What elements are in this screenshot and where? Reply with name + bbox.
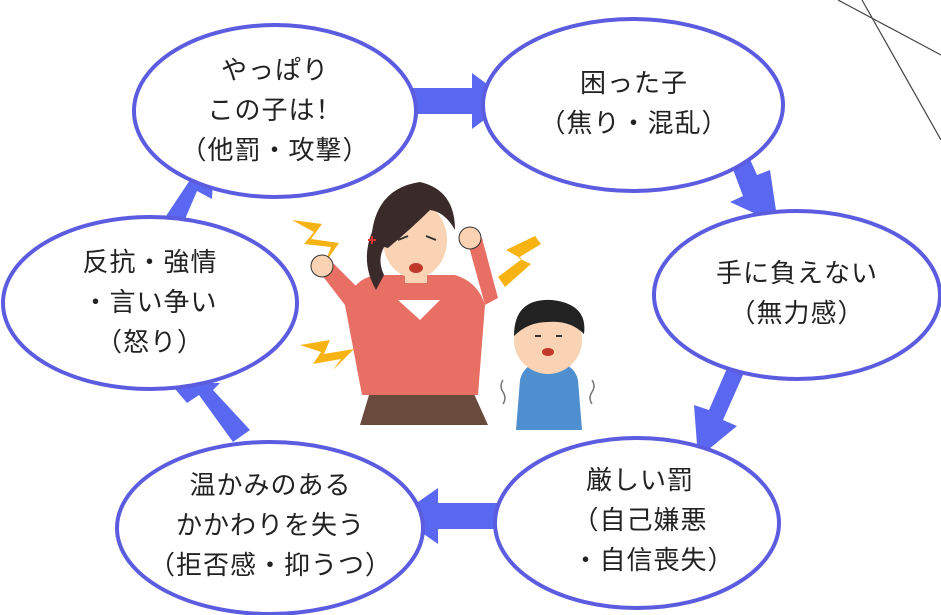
ellipse-blame bbox=[132, 23, 418, 199]
ellipse-lose-warmth bbox=[115, 440, 425, 615]
node-blame: やっぱり この子は！ （他罰・攻撃） bbox=[135, 51, 415, 171]
node-blame-line-3: （他罰・攻撃） bbox=[180, 136, 370, 166]
lightning-icon bbox=[292, 220, 541, 370]
angry-mother-icon bbox=[310, 182, 498, 425]
node-troubled-child-line-1: 困った子 bbox=[579, 69, 688, 99]
node-defiance-line-1: 反抗・強情 bbox=[82, 248, 218, 278]
ellipse-troubled-child bbox=[481, 17, 785, 193]
node-unmanageable-line-1: 手に負えない bbox=[715, 259, 878, 289]
node-unmanageable-line-2: （無力感） bbox=[729, 299, 865, 329]
node-troubled-child-line-2: （焦り・混乱） bbox=[539, 109, 729, 139]
node-lose-warmth-line-3: （拒否感・抑うつ） bbox=[148, 551, 392, 581]
node-defiance: 反抗・強情 ・言い争い （怒り） bbox=[5, 243, 295, 363]
ellipse-unmanageable bbox=[652, 209, 941, 381]
node-unmanageable: 手に負えない （無力感） bbox=[654, 254, 940, 334]
node-punishment-line-1: 厳しい罰 bbox=[585, 466, 694, 496]
scared-child-icon bbox=[500, 299, 595, 430]
node-lose-warmth-line-2: かかわりを失う bbox=[175, 511, 365, 541]
node-lose-warmth: 温かみのある かかわりを失う （拒否感・抑うつ） bbox=[118, 466, 423, 586]
arrow-5-to-6 bbox=[170, 383, 250, 442]
node-blame-line-1: やっぱり bbox=[220, 56, 329, 86]
ellipse-defiance bbox=[1, 215, 299, 391]
node-defiance-line-3: （怒り） bbox=[95, 328, 204, 358]
node-troubled-child: 困った子 （焦り・混乱） bbox=[484, 64, 784, 144]
node-punishment: 厳しい罰 （自己嫌悪 ・自信喪失） bbox=[500, 461, 780, 581]
node-punishment-line-3: ・自信喪失） bbox=[545, 546, 735, 576]
node-punishment-line-2: （自己嫌悪 bbox=[572, 506, 708, 536]
node-lose-warmth-line-1: 温かみのある bbox=[189, 471, 352, 501]
ellipse-punishment bbox=[493, 436, 781, 610]
cycle-ellipses bbox=[1, 17, 941, 615]
arrow-3-to-4 bbox=[694, 366, 747, 458]
node-defiance-line-2: ・言い争い bbox=[82, 288, 218, 318]
corner-lines bbox=[837, 0, 941, 141]
node-blame-line-2: この子は！ bbox=[207, 96, 343, 126]
